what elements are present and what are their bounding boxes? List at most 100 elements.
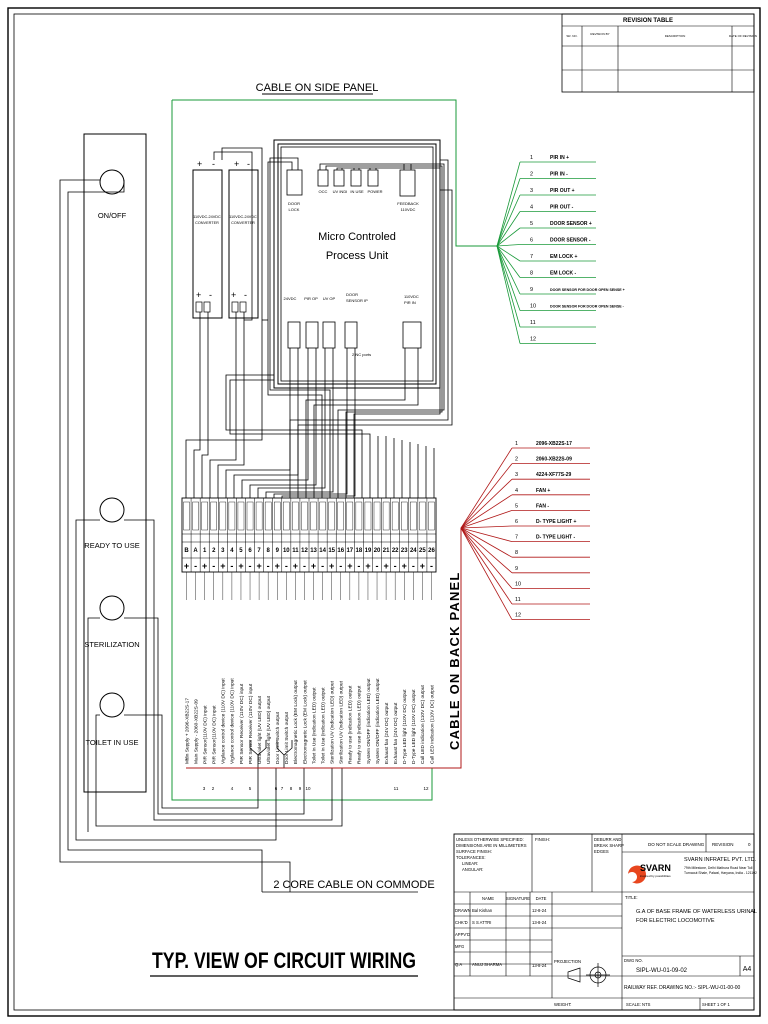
terminal-polarity: -	[394, 561, 397, 571]
terminal-number: 26	[428, 548, 435, 554]
terminal-screw	[319, 501, 326, 531]
svg-text:RAILWAY REF. DRAWING NO.:- SIP: RAILWAY REF. DRAWING NO.:- SIPL-WU-01-00…	[624, 985, 741, 991]
green-wire	[496, 245, 521, 295]
mcu-title: Micro Controled	[318, 231, 396, 243]
terminal-description: D-Type LED light (110V DC) output	[402, 689, 408, 764]
green-wire	[496, 194, 521, 247]
cable-number: 3	[203, 786, 206, 791]
revision-table: REVISION TABLE SR. NO. REVISION BY DESCR…	[561, 13, 757, 93]
ready-to-use-lamp	[99, 497, 125, 523]
svg-text:+: +	[231, 290, 236, 300]
red-connector-number: 3	[515, 472, 518, 478]
terminal-screw	[255, 501, 263, 531]
terminal-description: Sterilization UV (indication LED) output	[329, 680, 335, 764]
switch-label: STERILIZATION	[84, 640, 139, 649]
cable-number: 6	[275, 786, 278, 791]
green-connector-label: DOOR SENSOR -	[550, 238, 591, 244]
svg-text:UV OP: UV OP	[323, 296, 336, 301]
red-connector-number: 2	[515, 457, 518, 463]
terminal-polarity: -	[212, 561, 215, 571]
red-connector-label: D- TYPE LIGHT -	[536, 535, 576, 541]
terminal-screw	[328, 501, 335, 531]
svg-text:+: +	[196, 290, 201, 300]
svg-text:FINISH:: FINISH:	[535, 837, 550, 842]
terminal-description: Exhaust fan (24V DC) output	[384, 702, 390, 764]
red-connector-label: D- TYPE LIGHT +	[536, 519, 577, 525]
cable-number: 2	[212, 786, 215, 791]
terminal-description: Door Limit Switch output	[275, 711, 281, 764]
rev-header: DATE OF REVISION	[729, 34, 757, 38]
terminal-description: D-Type LED light (110V DC) output	[411, 689, 417, 764]
micro-controller-unit: Micro Controled Process Unit DOOR LOCK O…	[273, 139, 441, 389]
red-wire	[460, 527, 513, 620]
terminal-number: 20	[374, 548, 381, 554]
company-logo: SVARN inspired by possibilities	[628, 863, 671, 884]
svg-text:79th Milestone, Delhi Mathura: 79th Milestone, Delhi Mathura Road Near …	[684, 866, 753, 870]
terminal-polarity: +	[238, 561, 243, 571]
terminal-description: System ON/OFF (indication LED) output	[366, 678, 372, 764]
svg-text:NAME: NAME	[482, 896, 494, 901]
terminal-screw	[301, 501, 308, 531]
svg-text:DWG NO.: DWG NO.	[624, 958, 643, 963]
svg-text:110VDC-24VDC: 110VDC-24VDC	[229, 215, 257, 219]
door-lock-terminal	[286, 169, 303, 196]
terminal-screw	[355, 501, 363, 531]
terminal-description: Electromagnetic Lock (EM Lock) output	[302, 680, 308, 764]
green-wire	[496, 244, 521, 247]
converter-2: 110VDC-24VDC CONVERTER + - + -	[228, 159, 259, 319]
terminal-polarity: +	[202, 561, 207, 571]
green-connector-label: PIR OUT -	[550, 205, 574, 211]
terminal-polarity: +	[365, 561, 370, 571]
green-fan	[496, 161, 596, 344]
red-connector-number: 9	[515, 566, 518, 572]
green-connector-label: PIR OUT +	[550, 188, 575, 194]
terminal-description: Toilet In Use (indication LED) output	[320, 687, 326, 764]
terminal-polarity: +	[383, 561, 388, 571]
red-connector-number: 7	[515, 535, 518, 541]
terminal-screw	[292, 501, 299, 531]
svg-text:EDGES: EDGES	[594, 849, 609, 854]
svg-text:SIGNATURE: SIGNATURE	[506, 896, 530, 901]
svg-text:110VDC: 110VDC	[404, 294, 419, 299]
terminal-description: PIR Sensor Receiver (110V DC) input	[239, 683, 245, 764]
terminal-number: 23	[401, 548, 408, 554]
red-connector-label: FAN +	[536, 488, 550, 494]
terminal-screw	[228, 501, 236, 531]
svg-text:IN USE: IN USE	[350, 189, 364, 194]
page-title: TYP. VIEW OF CIRCUIT WIRING	[152, 948, 416, 973]
red-connector-label: FAN -	[536, 503, 549, 509]
svg-text:ANUJ SHARMA: ANUJ SHARMA	[472, 962, 502, 967]
svg-text:-: -	[247, 159, 250, 169]
terminal-polarity: +	[420, 561, 425, 571]
rev-header: REVISION BY	[590, 32, 609, 36]
svg-text:FEEDBACK: FEEDBACK	[397, 201, 419, 206]
terminal-number: 19	[365, 548, 372, 554]
svg-text:DRAWN: DRAWN	[455, 908, 471, 913]
svg-text:PIR OP: PIR OP	[304, 296, 318, 301]
cable-number: 7	[281, 786, 284, 791]
svg-text:PROJECTION: PROJECTION	[554, 959, 581, 964]
svg-text:Q.A: Q.A	[455, 962, 462, 967]
red-connector-number: 11	[515, 597, 521, 603]
terminal-number: 14	[319, 548, 326, 554]
terminal-description: Sterilization UV (indication LED) output	[339, 680, 345, 764]
drawing-number: SIPL-WU-01-09-02	[636, 968, 688, 974]
svg-text:OCC: OCC	[319, 189, 328, 194]
svg-text:DATE: DATE	[536, 896, 547, 901]
sheet-frame	[7, 7, 761, 1017]
terminal-screw	[283, 501, 290, 531]
terminal-screw	[192, 501, 199, 531]
svg-text:LINEAR:: LINEAR:	[462, 861, 478, 866]
terminal-polarity: -	[339, 561, 342, 571]
red-wire	[460, 478, 513, 529]
green-connector-label: DOOR SENSOR +	[550, 221, 592, 227]
terminal-screw	[428, 501, 435, 531]
terminal-screw	[246, 501, 254, 531]
red-wire	[460, 525, 513, 529]
svg-text:WEIGHT:: WEIGHT:	[554, 1002, 571, 1007]
svg-text:ANGULAR:: ANGULAR:	[462, 867, 483, 872]
inner-frame	[13, 13, 755, 1011]
svg-text:-: -	[209, 290, 212, 300]
svg-text:110VDC: 110VDC	[401, 207, 416, 212]
